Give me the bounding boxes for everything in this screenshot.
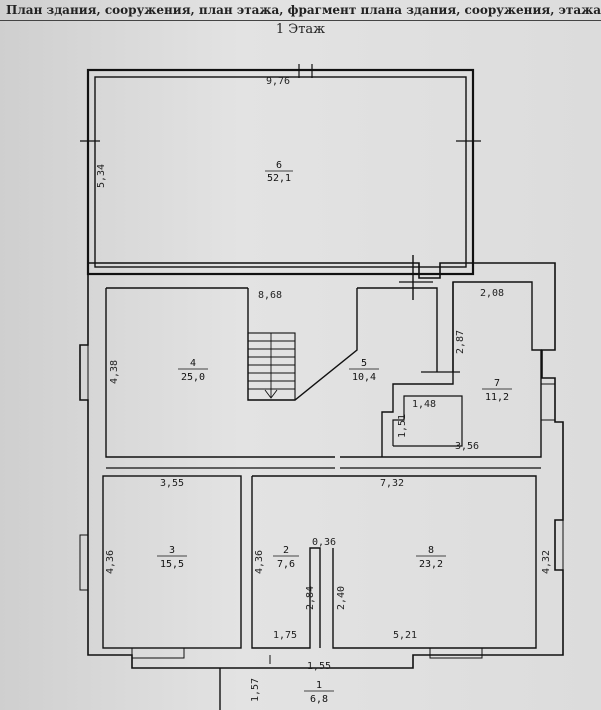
room-6-outer-wall bbox=[86, 68, 475, 276]
dim-room3-width: 3,55 bbox=[160, 478, 184, 489]
room-8-wall bbox=[252, 475, 537, 649]
room-7-walls bbox=[381, 282, 454, 457]
room-1-area: 6,8 bbox=[310, 694, 328, 705]
dim-partition-width: 0,36 bbox=[312, 537, 336, 548]
room-2-wall bbox=[251, 476, 321, 649]
room-5-number: 5 bbox=[361, 358, 367, 369]
room-4-area: 25,0 bbox=[181, 372, 205, 383]
room-5-area: 10,4 bbox=[352, 372, 376, 383]
dim-partition-left: 2,84 bbox=[305, 586, 316, 610]
window-left-bottom bbox=[79, 534, 89, 591]
room-2-area: 7,6 bbox=[277, 559, 295, 570]
dim-room4-height: 4,38 bbox=[109, 360, 120, 384]
window-right bbox=[554, 519, 564, 571]
dim-middle-width: 8,68 bbox=[258, 290, 282, 301]
room-6-inner-wall bbox=[94, 76, 467, 268]
room-4-number: 4 bbox=[190, 358, 196, 369]
room-3-area: 15,5 bbox=[160, 559, 184, 570]
room-8-number: 8 bbox=[428, 545, 434, 556]
window-bottom-right bbox=[429, 647, 483, 659]
room-3-number: 3 bbox=[169, 545, 175, 556]
dim-room6-height: 5,34 bbox=[96, 164, 107, 188]
room-7-number: 7 bbox=[494, 378, 500, 389]
dim-room7-side: 2,87 bbox=[455, 330, 466, 354]
room-1-number: 1 bbox=[316, 680, 322, 691]
window-left-top bbox=[79, 344, 89, 401]
dim-room7-step-height: 1,51 bbox=[397, 414, 408, 438]
dim-room8-bottom: 5,21 bbox=[393, 630, 417, 641]
dim-room3-height: 4,36 bbox=[105, 550, 116, 574]
window-bottom-left bbox=[131, 647, 185, 659]
stair-enclosure bbox=[247, 288, 358, 401]
dim-room8-width: 7,32 bbox=[380, 478, 404, 489]
dimension-labels: 9,76 5,34 8,68 2,08 2,87 4,38 1,48 1,51 … bbox=[96, 76, 552, 702]
dim-room7-bottom: 3,56 bbox=[455, 441, 479, 452]
dim-room1-width: 1,55 bbox=[307, 661, 331, 672]
dim-room7-step: 1,48 bbox=[412, 399, 436, 410]
dim-room6-width: 9,76 bbox=[266, 76, 290, 87]
floor-title: 1 Этаж bbox=[275, 22, 326, 37]
room-6-number: 6 bbox=[276, 160, 282, 171]
dim-room7-top: 2,08 bbox=[480, 288, 504, 299]
room-4-5-inner-wall bbox=[105, 288, 335, 458]
walls bbox=[79, 64, 564, 710]
room-labels: 6 52,1 4 25,0 5 10,4 7 11,2 3 15,5 2 7,6… bbox=[157, 160, 512, 705]
room-7-inner-walls bbox=[392, 395, 463, 447]
middle-bottom-wall bbox=[340, 281, 542, 458]
document-header: План здания, сооружения, план этажа, фра… bbox=[0, 0, 601, 21]
stair-flight bbox=[247, 332, 296, 401]
house-outline-wall bbox=[79, 262, 564, 669]
room-6-area: 52,1 bbox=[267, 173, 291, 184]
dim-room2-bottom: 1,75 bbox=[273, 630, 297, 641]
window-room7 bbox=[540, 383, 556, 421]
room-8-area: 23,2 bbox=[419, 559, 443, 570]
dim-room8-height: 4,32 bbox=[541, 550, 552, 574]
room-2-number: 2 bbox=[283, 545, 289, 556]
dim-partition-right: 2,40 bbox=[336, 586, 347, 610]
dim-room2-height: 4,36 bbox=[254, 550, 265, 574]
room-5-top-wall bbox=[357, 287, 438, 372]
dim-room1-height: 1,57 bbox=[250, 678, 261, 702]
stair-steps bbox=[248, 333, 295, 399]
room-7-area: 11,2 bbox=[485, 392, 509, 403]
